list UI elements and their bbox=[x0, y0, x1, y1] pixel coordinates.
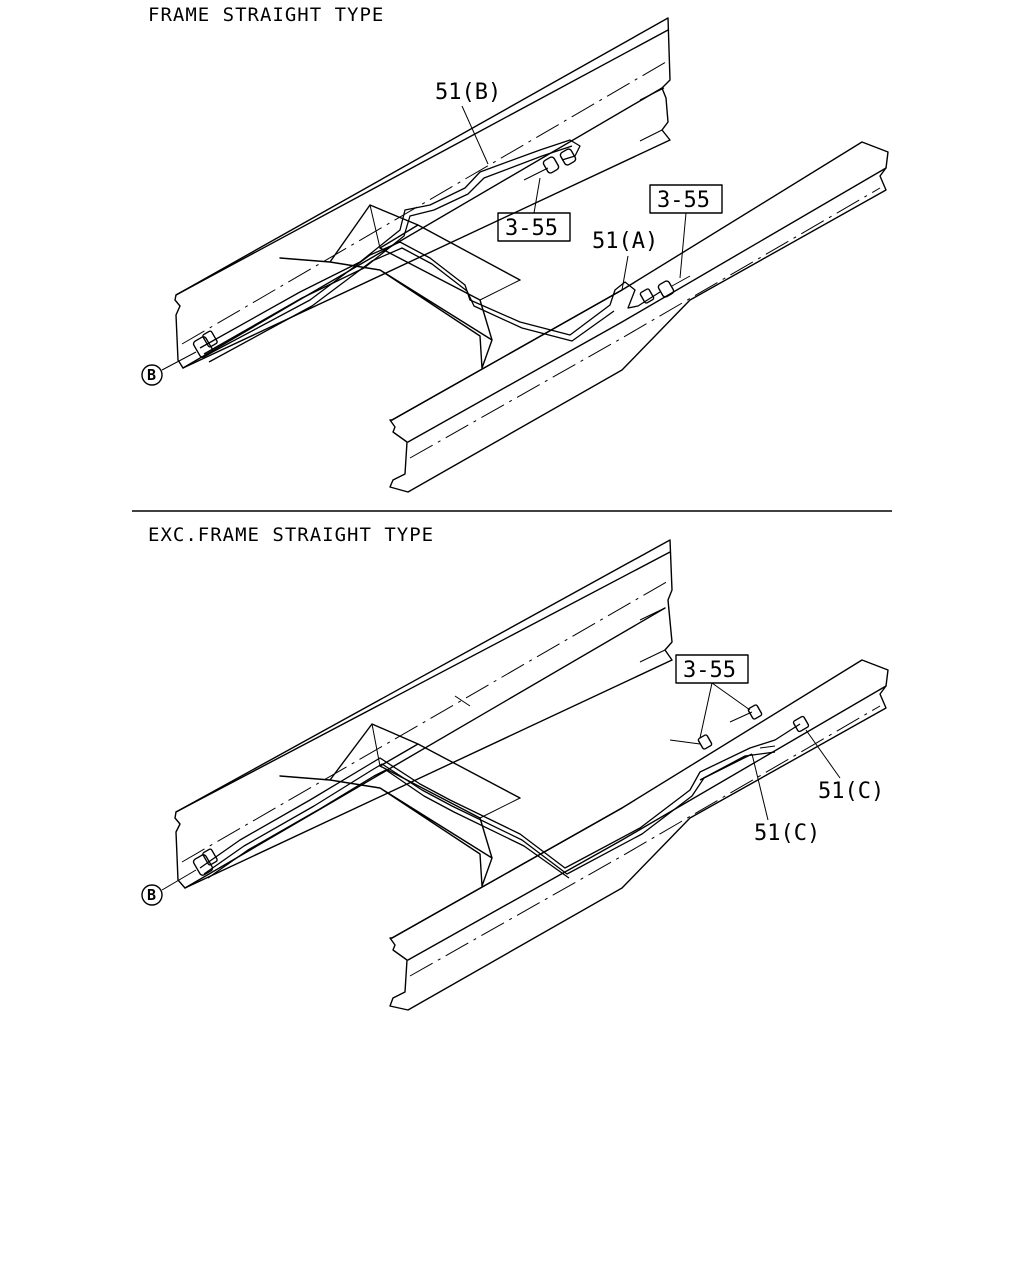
section-title: FRAME STRAIGHT TYPE bbox=[148, 4, 384, 26]
right-frame-rail bbox=[389, 659, 889, 1011]
reference-label: 3-55 bbox=[505, 216, 558, 241]
cross-member bbox=[279, 695, 521, 887]
callout-pipe-51a: 51(A) bbox=[592, 229, 658, 254]
leader-line bbox=[679, 212, 687, 279]
right-frame-rail bbox=[389, 141, 889, 493]
leader-line bbox=[805, 729, 841, 779]
pipe-fittings bbox=[192, 148, 691, 358]
reference-label: 3-55 bbox=[657, 188, 710, 213]
leader-line bbox=[461, 105, 489, 165]
view-mark-label: B bbox=[147, 366, 156, 384]
cross-member bbox=[279, 204, 521, 369]
leader-line bbox=[161, 351, 197, 371]
section-title: EXC.FRAME STRAIGHT TYPE bbox=[148, 524, 434, 546]
leader-line bbox=[161, 869, 197, 891]
pipe-fittings bbox=[192, 704, 810, 876]
view-mark-circle bbox=[141, 884, 163, 906]
callout-pipe-51b: 51(B) bbox=[435, 80, 501, 105]
callout-pipe-51c-right: 51(C) bbox=[818, 779, 884, 804]
left-frame-rail bbox=[174, 17, 671, 369]
reference-label: 3-55 bbox=[683, 658, 736, 683]
leader-line bbox=[699, 682, 751, 739]
leader-line bbox=[751, 753, 769, 821]
view-mark-label: B bbox=[147, 886, 156, 904]
left-frame-rail bbox=[174, 539, 673, 889]
section-frame-straight: FRAME STRAIGHT TYPE bbox=[141, 4, 889, 493]
view-mark-circle bbox=[141, 364, 163, 386]
brake-pipe-51a bbox=[204, 241, 661, 363]
callout-pipe-51c-lower: 51(C) bbox=[754, 821, 820, 846]
leader-line bbox=[533, 177, 541, 214]
section-exc-frame-straight: EXC.FRAME STRAIGHT TYPE bbox=[141, 524, 889, 1011]
brake-pipe-51c bbox=[199, 723, 801, 879]
leader-line bbox=[621, 255, 629, 291]
